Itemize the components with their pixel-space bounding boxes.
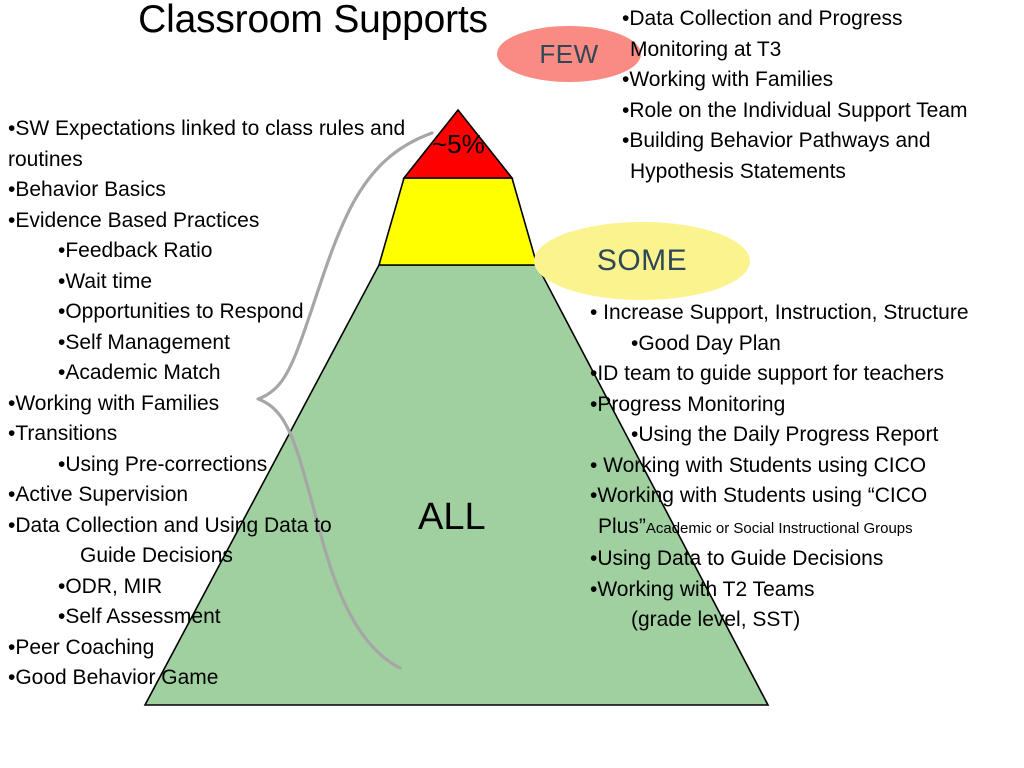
list-item: •Self Management xyxy=(58,330,230,354)
list-item: •Role on the Individual Support Team xyxy=(622,98,968,122)
left-text-column: •SW Expectations linked to class rules a… xyxy=(8,114,408,694)
list-item: •Working with Families xyxy=(622,68,834,91)
pyramid-label-five-percent: ~5% xyxy=(432,129,485,159)
list-item: •ODR, MIR xyxy=(58,574,163,598)
pyramid-tier-red xyxy=(402,108,514,179)
list-item: •Building Behavior Pathways and xyxy=(622,129,931,152)
list-item-text: Plus” xyxy=(598,514,646,538)
list-item: •SW Expectations linked to class rules a… xyxy=(8,117,406,140)
list-item: •Using Pre-corrections xyxy=(58,452,268,476)
list-item: •Good Day Plan xyxy=(631,331,781,355)
list-item: •Progress Monitoring xyxy=(590,392,786,416)
list-item: •Using Data to Guide Decisions xyxy=(590,547,884,570)
list-item: •Feedback Ratio xyxy=(58,239,213,262)
list-item: •Using the Daily Progress Report xyxy=(631,423,939,446)
list-item: •Evidence Based Practices xyxy=(8,208,260,232)
list-item: •Academic Match xyxy=(58,361,221,384)
list-item: •Working with Students using “CICO xyxy=(590,484,928,507)
callout-some: SOME xyxy=(534,222,750,300)
list-item: • Increase Support, Instruction, Structu… xyxy=(590,301,969,324)
list-item: •Transitions xyxy=(8,422,118,445)
list-item: •Wait time xyxy=(58,269,153,293)
callout-few: FEW xyxy=(497,26,641,82)
list-item: •Self Assessment xyxy=(58,605,221,628)
list-item: •Peer Coaching xyxy=(8,635,155,659)
top-right-text-column: •Data Collection and Progress Monitoring… xyxy=(622,4,1022,187)
list-item: •Working with T2 Teams xyxy=(590,577,815,601)
list-item: Monitoring at T3 xyxy=(630,37,782,61)
list-item: •Data Collection and Progress xyxy=(622,7,903,30)
list-item-note: Academic or Social Instructional Groups xyxy=(645,519,913,537)
callout-few-label: FEW xyxy=(539,38,599,69)
right-text-column: • Increase Support, Instruction, Structu… xyxy=(590,298,1024,636)
list-item: •Working with Families xyxy=(8,391,220,415)
list-item: • Working with Students using CICO xyxy=(590,453,927,477)
list-item: Hypothesis Statements xyxy=(630,159,846,183)
list-item: •ID team to guide support for teachers xyxy=(590,362,945,385)
list-item: Guide Decisions xyxy=(80,544,233,567)
list-item: •Good Behavior Game xyxy=(8,666,219,689)
list-item: •Active Supervision xyxy=(8,483,189,506)
grouping-brace xyxy=(256,131,434,670)
list-item: •Behavior Basics xyxy=(8,178,166,201)
callout-some-label: SOME xyxy=(596,244,688,277)
list-item: •Data Collection and Using Data to xyxy=(8,513,332,537)
page-title: Classroom Supports xyxy=(138,0,488,41)
list-item: routines xyxy=(8,147,83,171)
list-item: (grade level, SST) xyxy=(631,608,801,631)
list-item: •Opportunities to Respond xyxy=(58,300,304,323)
list-item: Plus”Academic or Social Instructional Gr… xyxy=(590,512,1024,545)
pyramid-label-all: ALL xyxy=(418,496,486,538)
